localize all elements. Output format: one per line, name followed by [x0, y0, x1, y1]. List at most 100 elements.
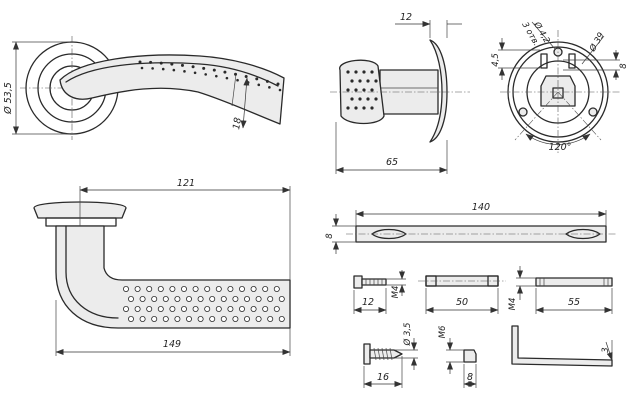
grip-dot	[370, 70, 374, 74]
grip-dot	[278, 295, 285, 302]
grip-dot	[243, 295, 250, 302]
grip-dot	[346, 70, 350, 74]
grip-dot	[180, 285, 187, 292]
dim-lever-thickness: 18	[231, 117, 244, 131]
dim-spindle-length: 140	[472, 202, 490, 213]
dim-spindle-square: 8	[619, 63, 629, 69]
grip-dot	[234, 72, 238, 76]
grip-dot	[209, 315, 216, 322]
grip-dot	[157, 305, 164, 312]
grip-dot	[204, 73, 207, 76]
grip-dot	[192, 285, 199, 292]
grip-dot	[370, 88, 374, 92]
grip-dot	[227, 285, 234, 292]
grip-dot	[172, 68, 176, 72]
dim-overall-length: 149	[163, 339, 181, 350]
dim-grub-screw-length: 8	[467, 372, 473, 383]
grip-dot	[185, 315, 192, 322]
grip-dot	[151, 315, 158, 322]
rosette-back-view: 120° Ø 4,2 3 отв. Ø 39 4,5 8	[491, 19, 629, 154]
grip-dot	[157, 285, 164, 292]
grip-dot	[215, 285, 222, 292]
grip-dot	[204, 305, 211, 312]
grip-dot	[358, 97, 362, 101]
grip-dot	[244, 74, 248, 78]
grip-dot	[225, 76, 229, 80]
top-view: Ø 53,5 18	[3, 36, 285, 140]
lever-top-outline	[59, 54, 285, 125]
grip-dot	[123, 285, 130, 292]
grip-dot	[215, 305, 222, 312]
grip-dot	[139, 315, 146, 322]
front-lever	[55, 225, 291, 329]
grip-dot	[257, 83, 261, 87]
front-lever-dots	[123, 285, 285, 322]
grip-dot	[123, 305, 130, 312]
hex-key: 3	[511, 325, 613, 367]
grip-dot	[191, 65, 195, 69]
dim-grub-screw-thread: M6	[438, 325, 448, 338]
grip-dot	[262, 305, 269, 312]
dim-screw-a-thread: M4	[391, 286, 401, 299]
grip-dot	[227, 305, 234, 312]
dim-offset: 4,5	[491, 53, 501, 67]
grip-dot	[149, 60, 153, 64]
grip-dot	[250, 285, 257, 292]
grip-dot	[278, 88, 282, 92]
dim-hex-key-size: 3	[601, 347, 611, 352]
wood-screw: 16 Ø 3,5	[363, 323, 418, 388]
dim-angle: 120°	[549, 142, 572, 153]
grip-dot	[366, 97, 370, 101]
grip-dot	[278, 315, 285, 322]
dim-rod-b-length: 55	[568, 297, 580, 308]
dim-screw-a-length: 12	[362, 297, 374, 308]
grip-dot	[139, 295, 146, 302]
grip-dot	[273, 305, 280, 312]
grip-dot	[127, 315, 134, 322]
grip-dot	[350, 97, 354, 101]
grip-dot	[162, 295, 169, 302]
grip-dot	[262, 285, 269, 292]
side-grip-dots	[346, 70, 378, 110]
grip-dot	[209, 295, 216, 302]
grip-dot	[374, 97, 378, 101]
grip-dot	[192, 305, 199, 312]
grip-dot	[204, 285, 211, 292]
grip-dot	[159, 61, 163, 65]
grip-dot	[370, 106, 374, 110]
grip-dot	[202, 66, 206, 70]
grip-dot	[140, 66, 144, 70]
grip-dot	[276, 82, 280, 86]
rod-50: 50	[418, 275, 506, 314]
grip-dot	[267, 295, 274, 302]
grip-dot	[362, 88, 366, 92]
grip-dot	[134, 285, 141, 292]
dim-lever-length: 121	[177, 178, 195, 189]
grip-dot	[180, 63, 184, 67]
grip-dot	[362, 106, 366, 110]
grip-dot	[236, 78, 239, 82]
dim-wood-screw-diameter: Ø 3,5	[402, 323, 413, 347]
dim-rosette-thickness: 12	[400, 12, 412, 23]
grip-dot	[170, 62, 174, 66]
grip-dot	[354, 106, 358, 110]
grip-dot	[265, 79, 269, 83]
dim-wood-screw-length: 16	[377, 372, 389, 383]
grip-dot	[255, 295, 262, 302]
spindle-part: 140 8	[325, 202, 616, 254]
grip-dot	[180, 305, 187, 312]
grip-dot	[146, 285, 153, 292]
side-view: 12 65	[330, 12, 470, 174]
grip-dot	[151, 295, 158, 302]
grip-dot	[174, 295, 181, 302]
grip-dot	[146, 305, 153, 312]
grip-dot	[238, 285, 245, 292]
grub-screw: 8 M6	[438, 325, 477, 388]
grip-dot	[212, 68, 216, 72]
grip-dot	[162, 315, 169, 322]
dim-projection: 65	[386, 157, 398, 168]
grip-dot	[223, 70, 227, 74]
grip-dot	[127, 295, 134, 302]
grip-dot	[232, 295, 239, 302]
